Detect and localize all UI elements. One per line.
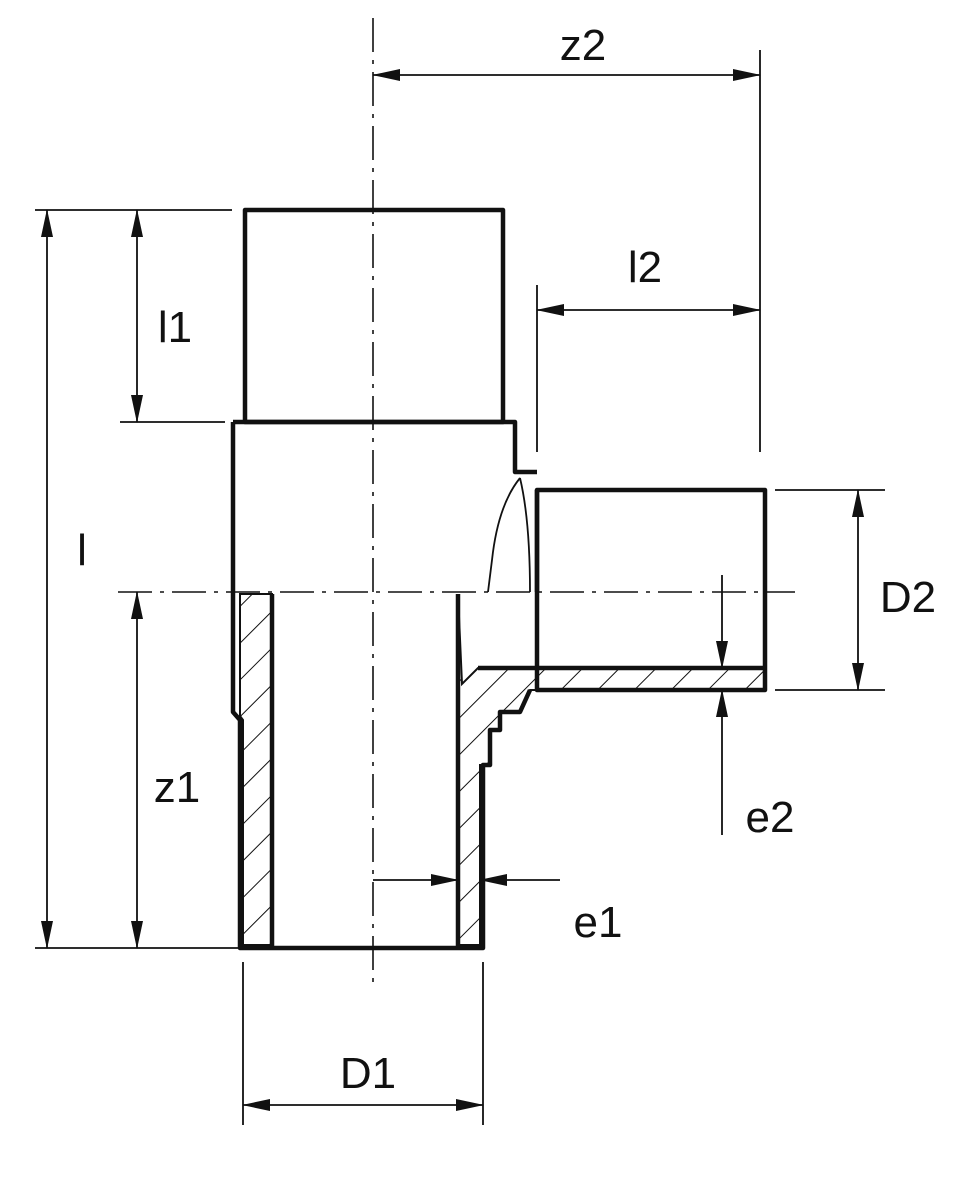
label-l1: l1 [158,303,192,352]
label-D2: D2 [880,573,936,622]
label-z1: z1 [154,763,200,812]
label-l2: l2 [628,243,662,292]
label-e1: e1 [574,898,623,947]
label-z2: z2 [560,21,606,70]
label-l: l [77,526,87,575]
section-hatching [239,593,766,946]
dimension-arrows [41,69,864,1111]
label-D1: D1 [340,1049,396,1098]
fitting-outline [230,207,768,951]
label-e2: e2 [746,793,795,842]
